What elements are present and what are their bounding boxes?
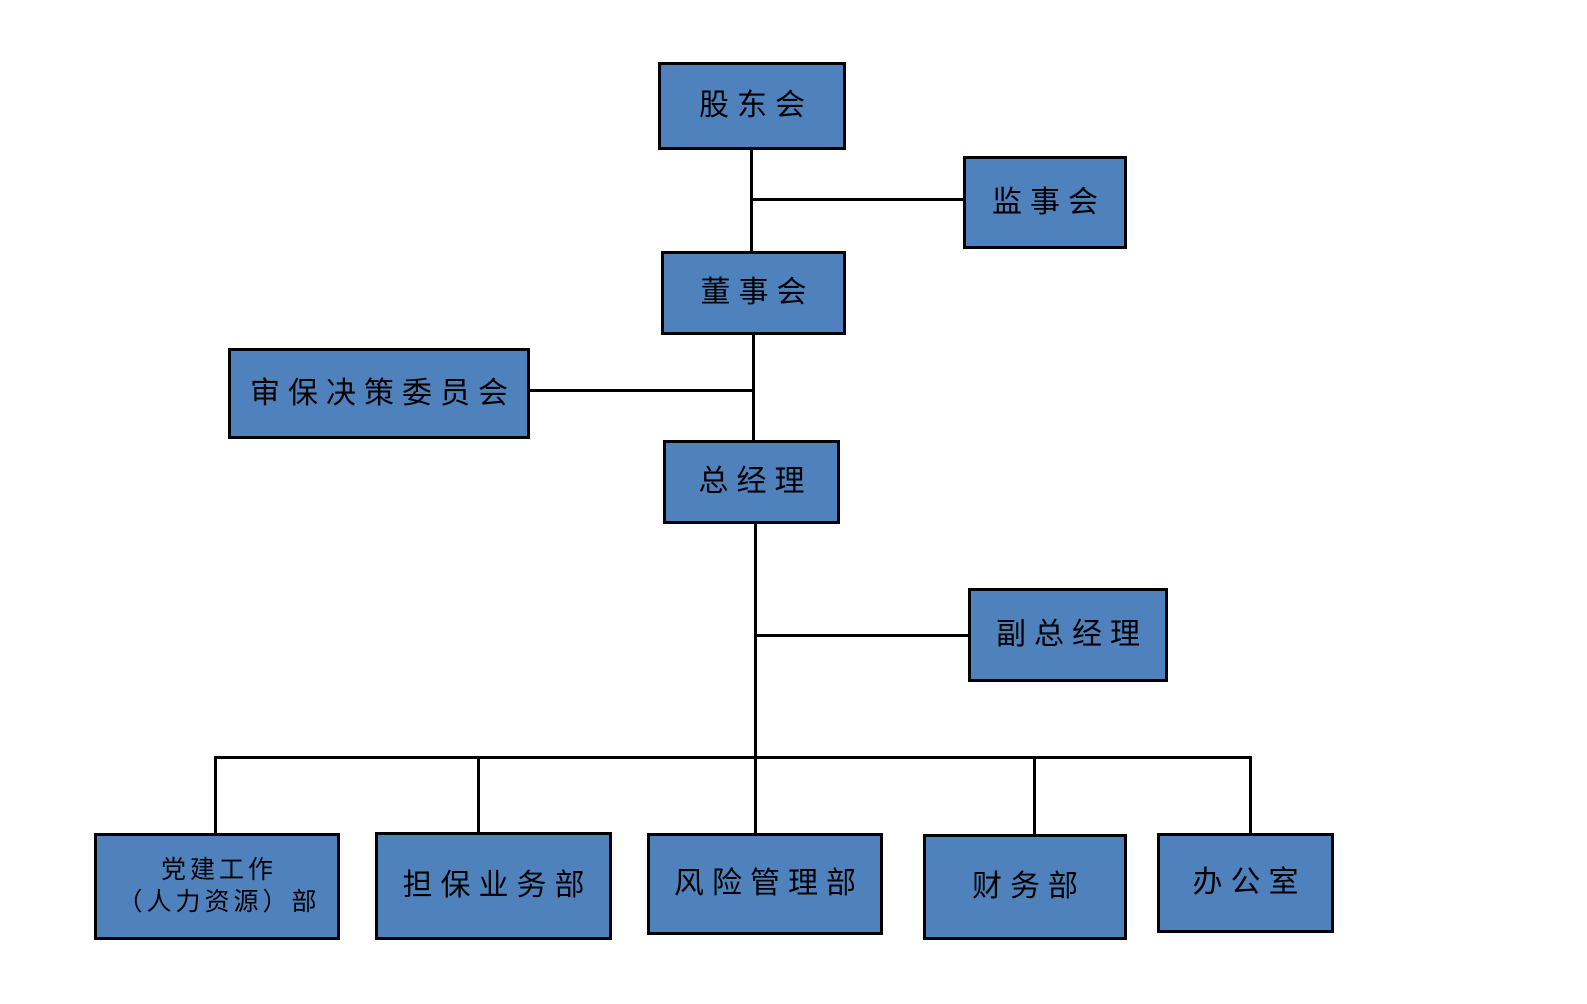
node-guarantee-business-label: 担保业务部 — [402, 869, 593, 903]
node-shareholders-meeting: 股东会 — [658, 62, 846, 150]
node-deputy-general-manager: 副总经理 — [968, 588, 1168, 682]
node-supervisory-label: 监事会 — [992, 185, 1106, 219]
node-finance-label: 财务部 — [972, 870, 1086, 904]
edge-general-manager-trunk — [754, 524, 757, 833]
edge-drop-party-building — [214, 756, 217, 833]
edge-drop-office — [1249, 756, 1252, 833]
node-general-manager: 总经理 — [663, 440, 840, 524]
node-risk-management-label: 风险管理部 — [674, 867, 864, 901]
node-party-building-label-line1: 党建工作 — [160, 857, 277, 885]
node-party-building-label-line2: （人力资源）部 — [117, 888, 321, 916]
node-board-label: 董事会 — [700, 276, 815, 310]
node-office: 办公室 — [1157, 833, 1334, 933]
node-supervisory-board: 监事会 — [963, 156, 1127, 249]
node-office-label: 办公室 — [1192, 866, 1307, 900]
edge-drop-finance — [1033, 756, 1036, 834]
node-party-building-hr-dept: 党建工作 （人力资源）部 — [94, 833, 340, 940]
node-risk-management-dept: 风险管理部 — [647, 833, 883, 935]
node-shareholders-label: 股东会 — [699, 89, 813, 123]
node-deputy-general-manager-label: 副总经理 — [996, 618, 1148, 652]
node-finance-dept: 财务部 — [923, 834, 1127, 940]
edge-drop-guarantee-business — [477, 756, 480, 832]
edge-board-general-manager — [752, 335, 755, 440]
node-general-manager-label: 总经理 — [698, 465, 813, 499]
node-committee-label: 审保决策委员会 — [250, 376, 516, 410]
node-board-of-directors: 董事会 — [661, 251, 846, 335]
edge-committee-branch — [530, 389, 753, 392]
node-guarantee-review-committee: 审保决策委员会 — [228, 348, 530, 439]
edge-departments-bus — [214, 756, 1252, 759]
edge-deputy-general-manager-branch — [754, 634, 968, 637]
node-guarantee-business-dept: 担保业务部 — [375, 832, 612, 940]
edge-shareholders-supervisory — [750, 198, 963, 201]
